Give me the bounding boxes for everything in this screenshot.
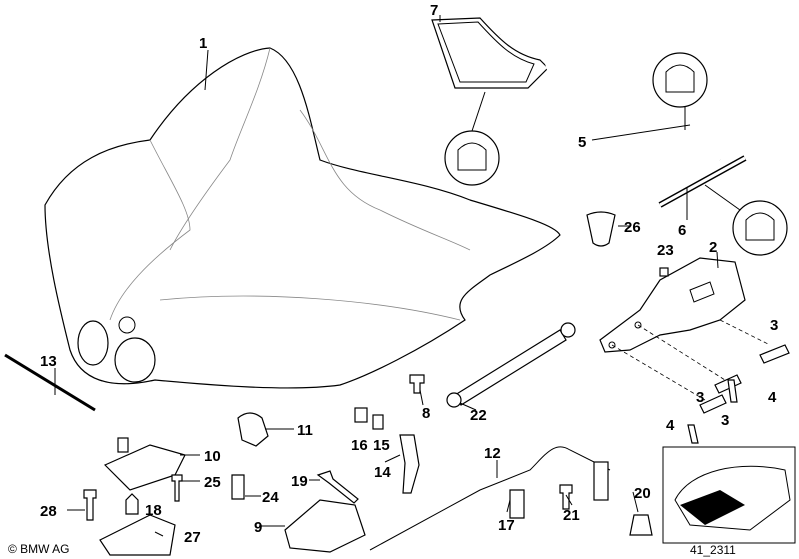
callout-3c: 3 (721, 412, 729, 429)
car-location-inset (662, 446, 796, 544)
callout-22: 22 (470, 407, 487, 424)
lock-part-10[interactable] (103, 437, 186, 491)
callout-17: 17 (498, 517, 515, 534)
bolts-part-3-4[interactable] (687, 344, 790, 444)
cable-part-12[interactable] (369, 446, 611, 551)
callout-5: 5 (578, 134, 586, 151)
callout-18: 18 (145, 502, 162, 519)
seal-part-7[interactable] (431, 17, 549, 89)
callout-27: 27 (184, 529, 201, 546)
callout-14: 14 (374, 464, 391, 481)
screw-part-19[interactable] (316, 470, 359, 504)
pin-part-8[interactable] (409, 374, 425, 394)
lock-part-9[interactable] (284, 499, 366, 553)
callout-7: 7 (430, 2, 438, 19)
screw-part-21[interactable] (559, 484, 573, 510)
copyright-text: © BMW AG (8, 542, 70, 556)
hinge-part-2[interactable] (599, 257, 771, 401)
lever-part-14[interactable] (399, 434, 420, 494)
callout-6: 6 (678, 222, 686, 239)
buffer-part-18[interactable] (125, 493, 139, 515)
callout-11: 11 (297, 422, 313, 439)
seal-part-6[interactable] (658, 155, 747, 208)
callout-9: 9 (254, 519, 262, 536)
callout-1: 1 (199, 35, 207, 52)
clip-part-17[interactable] (509, 489, 525, 519)
callout-4b: 4 (666, 417, 675, 434)
leader-lines (54, 15, 719, 537)
callout-23: 23 (657, 242, 674, 259)
callout-3b: 3 (696, 389, 704, 406)
callout-21: 21 (563, 507, 580, 524)
bolt-part-24[interactable] (231, 474, 245, 500)
callout-25: 25 (204, 474, 221, 491)
callout-10: 10 (204, 448, 221, 465)
handle-part-20[interactable] (629, 514, 653, 536)
catch-part-11[interactable] (237, 412, 269, 447)
callout-26: 26 (624, 219, 641, 236)
rivet-part-28[interactable] (83, 489, 97, 521)
callout-15: 15 (373, 437, 390, 454)
gas-strut-part-22[interactable] (446, 322, 576, 408)
callout-4a: 4 (768, 389, 777, 406)
buffer-part-26[interactable] (586, 211, 616, 247)
callout-19: 19 (291, 473, 308, 490)
callout-20: 20 (634, 485, 651, 502)
callout-13: 13 (40, 353, 57, 370)
callout-8: 8 (422, 405, 430, 422)
clip-part-15[interactable] (372, 414, 384, 430)
screw-part-25[interactable] (171, 474, 183, 502)
rod-part-13[interactable] (4, 353, 96, 412)
hood-part[interactable] (44, 47, 561, 389)
callout-16: 16 (351, 437, 368, 454)
diagram-id: 41_2311 (690, 543, 736, 557)
bracket-part-27[interactable] (99, 514, 176, 556)
callout-12: 12 (484, 445, 501, 462)
callout-28: 28 (40, 503, 57, 520)
callout-24: 24 (262, 489, 279, 506)
seal-profile-detail (444, 52, 788, 256)
callout-2: 2 (709, 239, 717, 256)
clip-part-16[interactable] (354, 407, 368, 423)
callout-3a: 3 (770, 317, 778, 334)
